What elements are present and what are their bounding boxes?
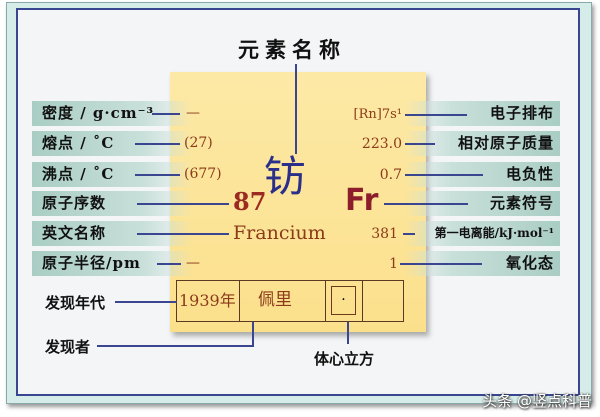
density-value: —: [186, 105, 200, 121]
connector: [295, 64, 297, 154]
year-box: 1939年: [176, 280, 240, 322]
discoverer: 佩里: [258, 290, 292, 310]
element-name-cn: 钫: [264, 152, 307, 201]
lattice-box: ·: [325, 280, 363, 322]
element-name-en: Francium: [233, 222, 326, 244]
atomic-radius-value: —: [186, 255, 200, 271]
connector: [405, 143, 435, 145]
connector: [152, 113, 180, 115]
connector: [403, 233, 415, 235]
label-atomic-number: 原子序数: [32, 191, 192, 216]
electronegativity-value: 0.7: [379, 167, 402, 183]
atomic-number: 87: [233, 187, 267, 216]
discoverer-box: 佩里: [239, 280, 326, 322]
connector: [400, 263, 482, 265]
connector: [405, 174, 483, 176]
connector: [252, 322, 254, 346]
watermark: 头条 @竖点科普: [482, 392, 592, 410]
connector: [405, 114, 467, 116]
connector: [115, 301, 177, 303]
oxidation-state-value: 1: [389, 256, 398, 272]
atomic-mass-value: 223.0: [361, 136, 402, 152]
connector: [97, 345, 254, 347]
label-ionization-energy: 第一电离能/kJ·mol⁻¹: [405, 221, 560, 246]
label-density: 密度 / g·cm⁻³: [32, 101, 192, 126]
lattice-mark: ·: [331, 286, 356, 315]
connector: [137, 203, 229, 205]
connector: [135, 143, 180, 145]
label-electron-config: 电子排布: [405, 101, 560, 126]
label-discovery-year: 发现年代: [45, 294, 106, 312]
connector: [384, 203, 468, 205]
label-lattice: 体心立方: [314, 350, 375, 368]
connector: [347, 322, 349, 344]
melting-point-value: (27): [184, 135, 213, 151]
connector: [137, 233, 229, 235]
connector: [135, 174, 180, 176]
electron-config-value: [Rn]7s¹: [353, 107, 402, 122]
label-discoverer: 发现者: [45, 338, 91, 356]
discovery-year: 1939年: [179, 291, 236, 310]
diagram-title: 元素名称: [238, 37, 346, 62]
boiling-point-value: (677): [184, 166, 222, 182]
ionization-energy-value: 381: [371, 226, 398, 242]
empty-box: [362, 280, 404, 322]
element-card: [170, 72, 426, 332]
connector: [157, 263, 181, 265]
element-symbol: Fr: [345, 183, 379, 218]
